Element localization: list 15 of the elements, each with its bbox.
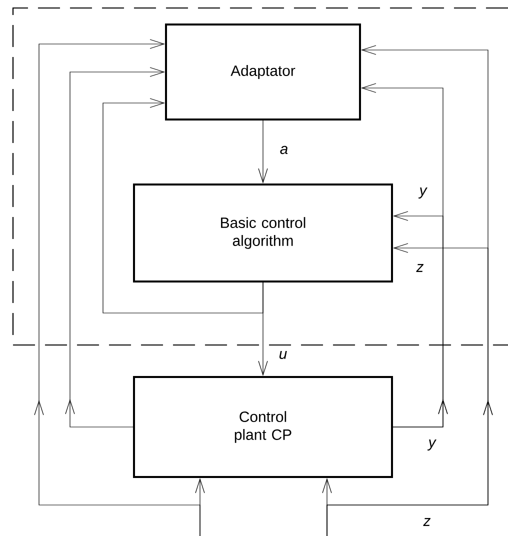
arrow xyxy=(392,211,448,428)
process-box: Adaptator xyxy=(165,24,361,120)
edge-label: u xyxy=(279,351,287,360)
edge-label: y xyxy=(418,188,428,198)
arrow xyxy=(65,67,165,428)
edge-label: z xyxy=(423,518,431,526)
arrow xyxy=(34,39,200,536)
process-box: Basic control algorithm xyxy=(133,184,393,282)
edge-label: z xyxy=(416,264,424,272)
edge-label: y xyxy=(427,440,436,450)
arrow xyxy=(326,243,493,536)
process-box: Control plant CP xyxy=(133,376,393,478)
edge-label: a xyxy=(280,146,288,154)
arrow xyxy=(258,120,268,184)
arrow xyxy=(102,98,264,314)
